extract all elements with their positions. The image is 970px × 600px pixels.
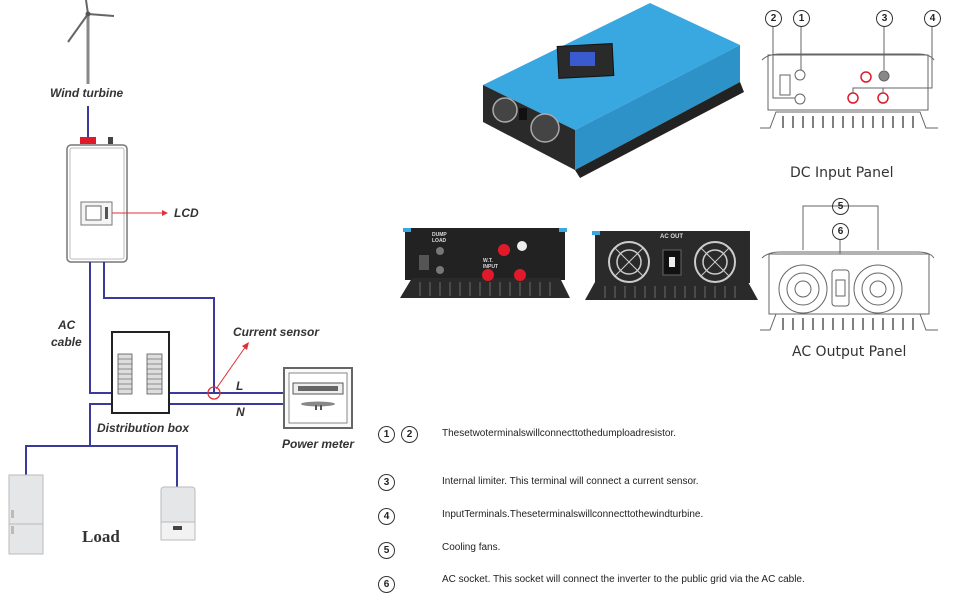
callout-2: 2 bbox=[765, 10, 782, 27]
dc-input-panel-caption: DC Input Panel bbox=[790, 165, 894, 181]
dc-side-product-photo bbox=[400, 228, 570, 298]
ac-side-product-photo bbox=[585, 231, 758, 300]
callout-4: 4 bbox=[924, 10, 941, 27]
legend-text-3: Internal limiter. This terminal will con… bbox=[442, 476, 699, 487]
ac-wires bbox=[25, 262, 285, 487]
load-label: Load bbox=[82, 527, 120, 546]
water-heater-icon bbox=[160, 486, 196, 541]
legend-number-4: 4 bbox=[378, 507, 395, 525]
wind-turbine-label: Wind turbine bbox=[50, 86, 124, 100]
legend-item-6: 6 bbox=[378, 574, 401, 594]
dump-load-label: DUMP LOAD bbox=[432, 232, 447, 244]
wind-turbine-icon bbox=[67, 0, 115, 84]
ac-output-panel-caption: AC Output Panel bbox=[792, 344, 907, 360]
current-sensor-arrowhead-icon bbox=[242, 342, 249, 350]
legend-text-5: Cooling fans. bbox=[442, 542, 501, 553]
legend-text-4: InputTerminals.Theseterminalswillconnect… bbox=[442, 509, 704, 520]
legend-item-1-2: 1 2 bbox=[378, 424, 424, 444]
legend-item-4: 4 bbox=[378, 506, 401, 526]
lcd-label: LCD bbox=[174, 206, 199, 220]
power-meter-label: Power meter bbox=[282, 437, 355, 451]
callout-5: 5 bbox=[832, 198, 849, 215]
distribution-box-label: Distribution box bbox=[97, 421, 189, 435]
current-sensor-pointer bbox=[215, 345, 247, 390]
line-l-label: L bbox=[236, 379, 244, 393]
ac-cable-label-line1: AC bbox=[58, 318, 76, 332]
lcd-arrowhead-icon bbox=[162, 210, 168, 216]
callout-3: 3 bbox=[876, 10, 893, 27]
callout-1: 1 bbox=[793, 10, 810, 27]
refrigerator-icon bbox=[8, 474, 44, 555]
dc-input-panel-drawing bbox=[760, 26, 938, 129]
line-n-label: N bbox=[236, 405, 245, 419]
ac-cable-label-line2: cable bbox=[51, 335, 82, 349]
current-sensor-icon bbox=[207, 386, 221, 400]
distribution-box-icon bbox=[111, 331, 170, 414]
inverter-product-photo bbox=[483, 3, 744, 178]
legend-number-3: 3 bbox=[378, 473, 395, 491]
legend-text-1-2: Thesetwoterminalswillconnecttothedumploa… bbox=[442, 428, 677, 439]
legend-number-6: 6 bbox=[378, 575, 395, 593]
legend-item-5: 5 bbox=[378, 540, 401, 560]
ac-output-panel-drawing bbox=[760, 205, 938, 331]
legend-text-6: AC socket. This socket will connect the … bbox=[442, 574, 805, 585]
legend-number-2: 2 bbox=[401, 425, 418, 443]
ac-out-label: AC OUT bbox=[660, 234, 683, 240]
power-meter-icon bbox=[283, 367, 353, 429]
inverter-unit-icon bbox=[66, 137, 128, 263]
current-sensor-label: Current sensor bbox=[233, 325, 320, 339]
legend-number-5: 5 bbox=[378, 541, 395, 559]
callout-6: 6 bbox=[832, 223, 849, 240]
legend-item-3: 3 bbox=[378, 472, 401, 492]
wt-input-label: W.T. INPUT bbox=[483, 258, 498, 270]
legend-number-1: 1 bbox=[378, 425, 395, 443]
